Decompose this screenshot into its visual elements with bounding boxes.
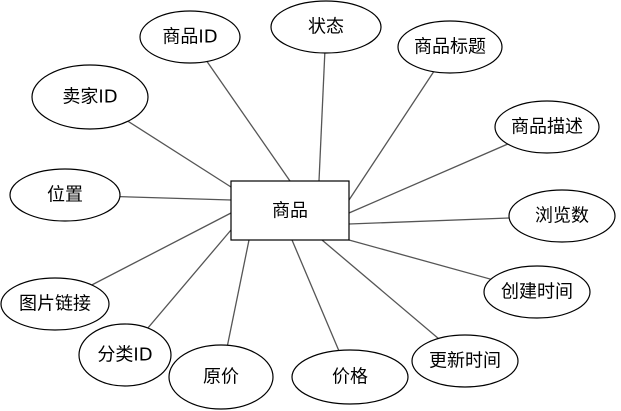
attribute-description[interactable]: 商品描述 <box>494 100 600 154</box>
attribute-label: 状态 <box>308 17 344 38</box>
attribute-category-id[interactable]: 分类ID <box>78 323 172 387</box>
attribute-updated-time[interactable]: 更新时间 <box>411 334 519 388</box>
attribute-label: 商品描述 <box>511 117 583 138</box>
attribute-original-price[interactable]: 原价 <box>168 344 274 410</box>
attribute-price[interactable]: 价格 <box>291 349 409 405</box>
entity-product[interactable]: 商品 <box>230 180 350 241</box>
attribute-label: 创建时间 <box>501 282 573 303</box>
attribute-created-time[interactable]: 创建时间 <box>483 265 591 319</box>
attribute-label: 图片链接 <box>19 294 91 315</box>
attribute-label: 卖家ID <box>62 87 117 108</box>
attribute-label: 原价 <box>203 367 239 388</box>
attribute-label: 分类ID <box>97 345 152 366</box>
attribute-image-link[interactable]: 图片链接 <box>0 277 110 331</box>
connector-title <box>348 46 451 201</box>
attribute-views[interactable]: 浏览数 <box>508 189 616 243</box>
attribute-label: 更新时间 <box>429 351 501 372</box>
attribute-seller-id[interactable]: 卖家ID <box>31 64 149 130</box>
attribute-location[interactable]: 位置 <box>9 168 121 222</box>
attribute-label: 商品ID <box>162 27 217 48</box>
attribute-title[interactable]: 商品标题 <box>397 20 503 74</box>
attribute-label: 位置 <box>47 185 83 206</box>
attribute-label: 浏览数 <box>535 206 589 227</box>
attribute-label: 商品标题 <box>414 37 486 58</box>
attribute-status[interactable]: 状态 <box>270 0 382 54</box>
entity-label: 商品 <box>272 201 308 222</box>
attribute-product-id[interactable]: 商品ID <box>139 10 241 64</box>
attribute-label: 价格 <box>332 367 368 388</box>
